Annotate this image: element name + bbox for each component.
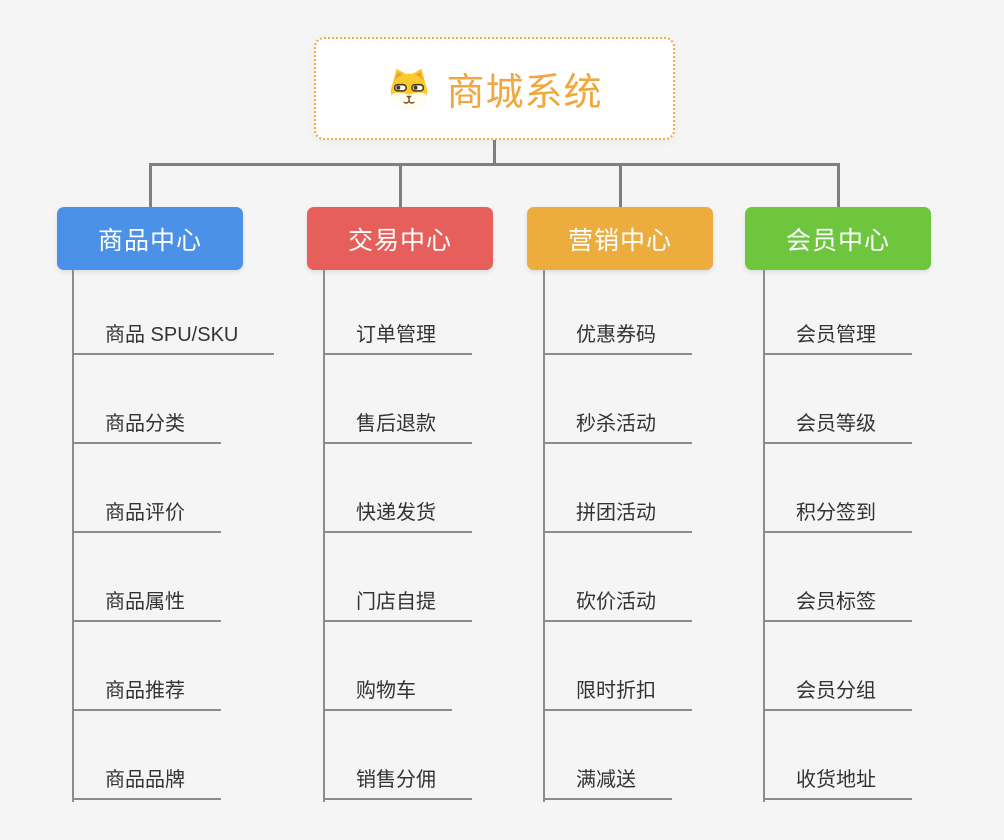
- leaf-item[interactable]: 销售分佣: [323, 762, 472, 800]
- leaf-item[interactable]: 秒杀活动: [543, 406, 692, 444]
- root-node[interactable]: 商城系统: [314, 37, 675, 140]
- connector-drop-goods: [149, 163, 152, 207]
- leaf-item[interactable]: 商品属性: [72, 584, 221, 622]
- leaf-item[interactable]: 收货地址: [763, 762, 912, 800]
- root-title: 商城系统: [446, 72, 603, 114]
- leaf-item[interactable]: 限时折扣: [543, 673, 692, 711]
- leaf-item[interactable]: 商品分类: [72, 406, 221, 444]
- connector-root-vertical: [493, 139, 496, 166]
- connector-drop-marketing: [619, 163, 622, 207]
- leaf-item[interactable]: 商品推荐: [72, 673, 221, 711]
- leaf-item[interactable]: 会员等级: [763, 406, 912, 444]
- leaf-item[interactable]: 会员分组: [763, 673, 912, 711]
- branch-trunk-marketing: [543, 270, 545, 802]
- leaf-item[interactable]: 订单管理: [323, 317, 472, 355]
- leaf-item[interactable]: 优惠券码: [543, 317, 692, 355]
- connector-drop-trade: [399, 163, 402, 207]
- leaf-item[interactable]: 会员管理: [763, 317, 912, 355]
- leaf-item[interactable]: 拼团活动: [543, 495, 692, 533]
- dog-face-icon: [386, 66, 432, 112]
- leaf-item[interactable]: 售后退款: [323, 406, 472, 444]
- branch-trunk-member: [763, 270, 765, 802]
- leaf-item[interactable]: 商品评价: [72, 495, 221, 533]
- leaf-item[interactable]: 积分签到: [763, 495, 912, 533]
- connector-horizontal-bus: [149, 163, 840, 166]
- branch-trunk-trade: [323, 270, 325, 802]
- leaf-item[interactable]: 商品 SPU/SKU: [72, 317, 275, 355]
- leaf-item[interactable]: 满减送: [543, 762, 672, 800]
- leaf-item[interactable]: 会员标签: [763, 584, 912, 622]
- leaf-item[interactable]: 快递发货: [323, 495, 472, 533]
- branch-header-goods[interactable]: 商品中心: [57, 207, 243, 270]
- branch-header-marketing[interactable]: 营销中心: [527, 207, 713, 270]
- branch-header-trade[interactable]: 交易中心: [307, 207, 493, 270]
- leaf-item[interactable]: 砍价活动: [543, 584, 692, 622]
- connector-drop-member: [837, 163, 840, 207]
- branch-trunk-goods: [72, 270, 74, 802]
- leaf-item[interactable]: 购物车: [323, 673, 452, 711]
- leaf-item[interactable]: 门店自提: [323, 584, 472, 622]
- leaf-item[interactable]: 商品品牌: [72, 762, 221, 800]
- branch-header-member[interactable]: 会员中心: [745, 207, 931, 270]
